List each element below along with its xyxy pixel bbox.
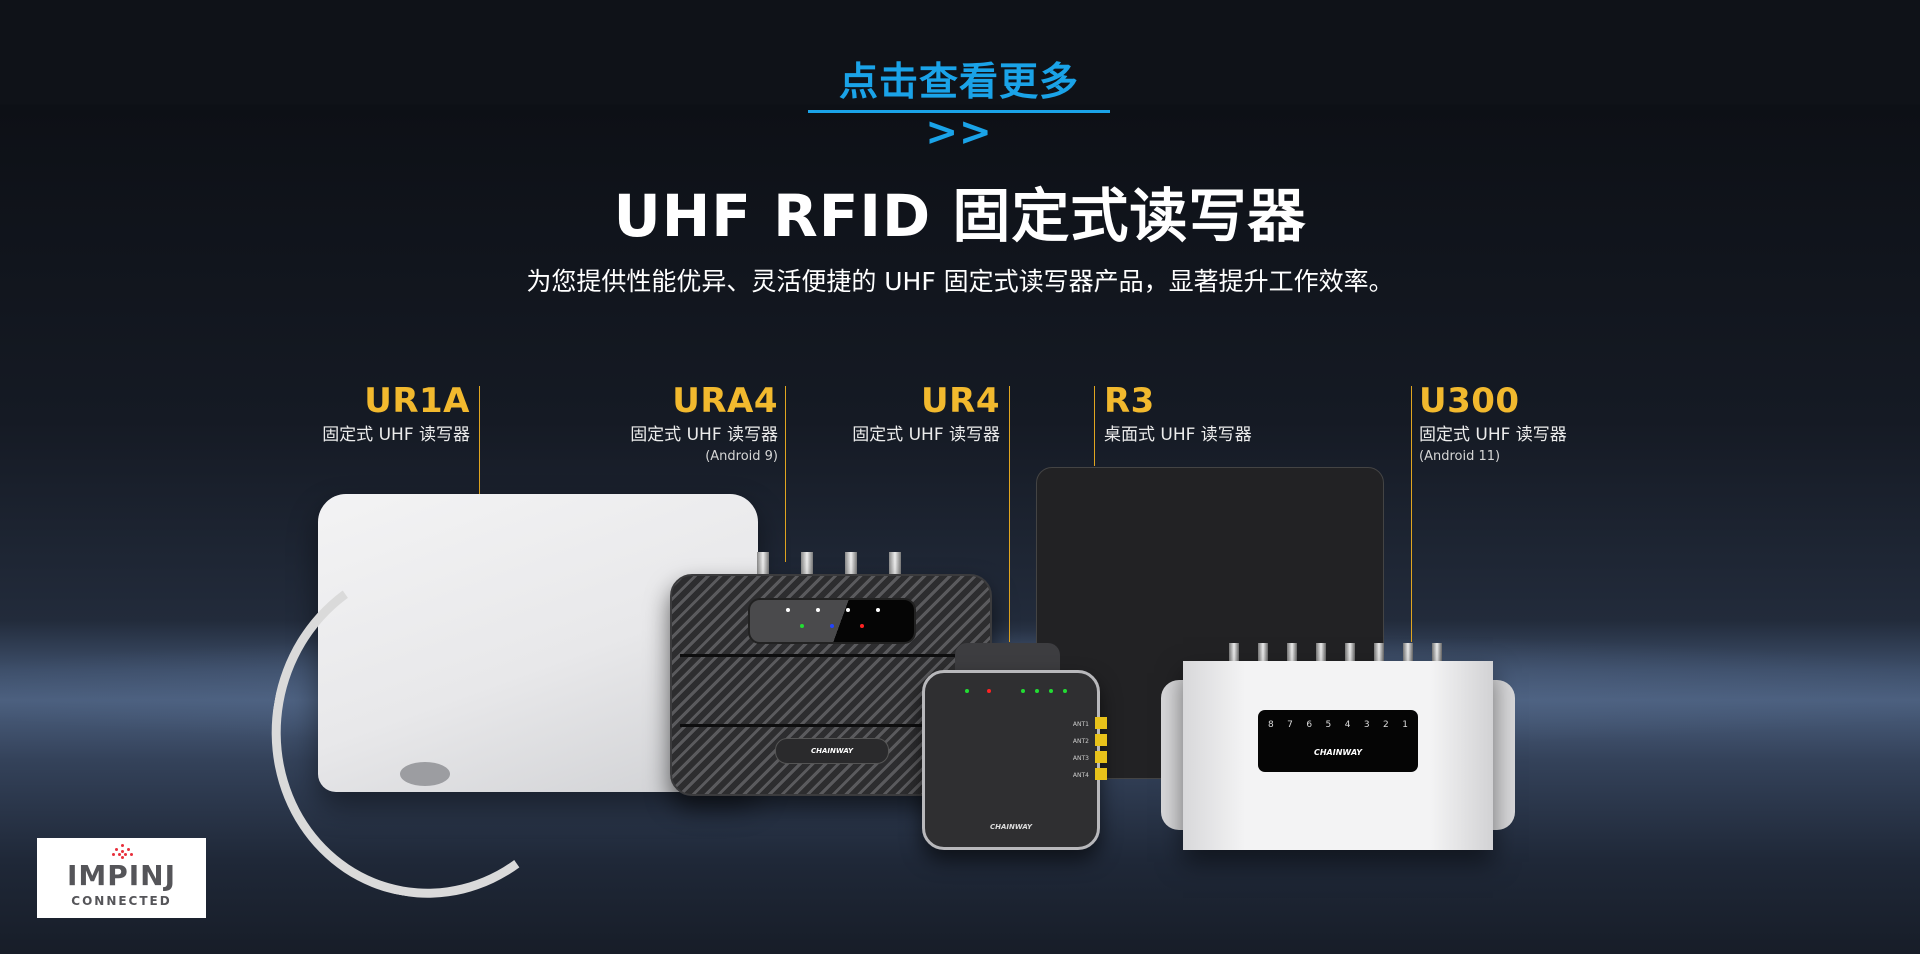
port-number: 5: [1325, 720, 1332, 730]
port-number: 8: [1268, 720, 1274, 730]
led-icon: [786, 608, 790, 612]
antenna-connector: [1287, 643, 1297, 663]
product-label-ur1a[interactable]: UR1A 固定式 UHF 读写器: [300, 380, 470, 448]
ant-label: ANT4: [1072, 772, 1089, 779]
impinj-wordmark: IMPINJ: [66, 859, 177, 892]
product-desc: 固定式 UHF 读写器: [852, 425, 1000, 445]
port-number: 3: [1363, 720, 1370, 730]
product-label-r3[interactable]: R3 桌面式 UHF 读写器: [1104, 380, 1304, 448]
antenna-connector: [1374, 643, 1384, 663]
led-icon: [1049, 689, 1053, 693]
panel-seam: [680, 654, 982, 657]
antenna-connector: [889, 552, 901, 576]
port-number: 1: [1402, 720, 1408, 730]
port-number: 4: [1344, 720, 1351, 730]
page-subtitle: 为您提供性能优异、灵活便捷的 UHF 固定式读写器产品，显著提升工作效率。: [526, 267, 1394, 296]
impinj-dots-icon: [112, 844, 133, 860]
product-label-ur4[interactable]: UR4 固定式 UHF 读写器: [830, 380, 1000, 448]
u300-brand: CHAINWAY: [1313, 748, 1363, 757]
view-more-link[interactable]: 点击查看更多>>: [808, 58, 1110, 155]
product-name: R3: [1104, 381, 1155, 421]
page-title: UHF RFID 固定式读写器: [613, 182, 1307, 250]
label-divider: [1009, 386, 1010, 642]
ant-label: ANT3: [1072, 755, 1089, 762]
u300-led-panel: 8 7 6 5 4 3 2 1 CHAINWAY: [1258, 710, 1418, 772]
led-icon: [816, 608, 820, 612]
product-label-ura4[interactable]: URA4 固定式 UHF 读写器 (Android 9): [600, 380, 778, 466]
ant-label: ANT1: [1072, 721, 1089, 728]
impinj-connected-logo: IMPINJ CONNECTED: [37, 838, 206, 918]
impinj-subtext: CONNECTED: [71, 894, 172, 908]
power-led-icon: [965, 689, 969, 693]
antenna-connector: [1316, 643, 1326, 663]
antenna-connector: [1403, 643, 1413, 663]
sma-connector: [1095, 768, 1107, 780]
led-icon: [1035, 689, 1039, 693]
fan-led-icon: [987, 689, 991, 693]
port-numbers: 8 7 6 5 4 3 2 1: [1268, 720, 1408, 730]
product-desc: 桌面式 UHF 读写器: [1104, 425, 1252, 445]
ura4-brand-bar: CHAINWAY: [775, 738, 889, 764]
antenna-connector: [757, 552, 769, 576]
label-divider: [479, 386, 480, 494]
ant-label: ANT2: [1072, 738, 1089, 745]
antenna-connector: [1258, 643, 1268, 663]
product-label-u300[interactable]: U300 固定式 UHF 读写器 (Android 11): [1419, 380, 1619, 466]
antenna-connector: [1229, 643, 1239, 663]
sma-connector: [1095, 734, 1107, 746]
label-divider: [785, 386, 786, 562]
ur4-device-image: ANT1 ANT2 ANT3 ANT4 CHAINWAY: [922, 670, 1100, 850]
antenna-connector: [845, 552, 857, 576]
antenna-connector: [1345, 643, 1355, 663]
product-desc: 固定式 UHF 读写器: [322, 425, 470, 445]
product-name: U300: [1419, 381, 1520, 421]
label-divider: [1411, 386, 1412, 642]
led-icon: [1063, 689, 1067, 693]
led-icon: [1021, 689, 1025, 693]
product-desc: 固定式 UHF 读写器: [630, 425, 778, 445]
led-icon: [876, 608, 880, 612]
product-note: (Android 11): [1419, 449, 1501, 464]
ur4-brand: CHAINWAY: [989, 823, 1033, 831]
port-number: 6: [1306, 720, 1313, 730]
product-name: UR4: [921, 381, 1000, 421]
sma-connector: [1095, 717, 1107, 729]
ur1a-knob: [400, 762, 450, 786]
top-band: [0, 0, 1920, 104]
power-led-icon: [800, 624, 804, 628]
port-number: 7: [1287, 720, 1293, 730]
led-icon: [846, 608, 850, 612]
antenna-connector: [1432, 643, 1442, 663]
ura4-led-panel: [748, 598, 916, 644]
sma-connector: [1095, 751, 1107, 763]
product-name: URA4: [672, 381, 778, 421]
label-divider: [1094, 386, 1095, 466]
u300-device-image: 8 7 6 5 4 3 2 1 CHAINWAY: [1183, 661, 1493, 850]
product-desc: 固定式 UHF 读写器: [1419, 425, 1567, 445]
rfid-led-icon: [860, 624, 864, 628]
antenna-connector: [801, 552, 813, 576]
android-led-icon: [830, 624, 834, 628]
port-number: 2: [1383, 720, 1389, 730]
product-note: (Android 9): [705, 449, 778, 464]
panel-seam: [680, 724, 982, 727]
product-name: UR1A: [364, 381, 470, 421]
